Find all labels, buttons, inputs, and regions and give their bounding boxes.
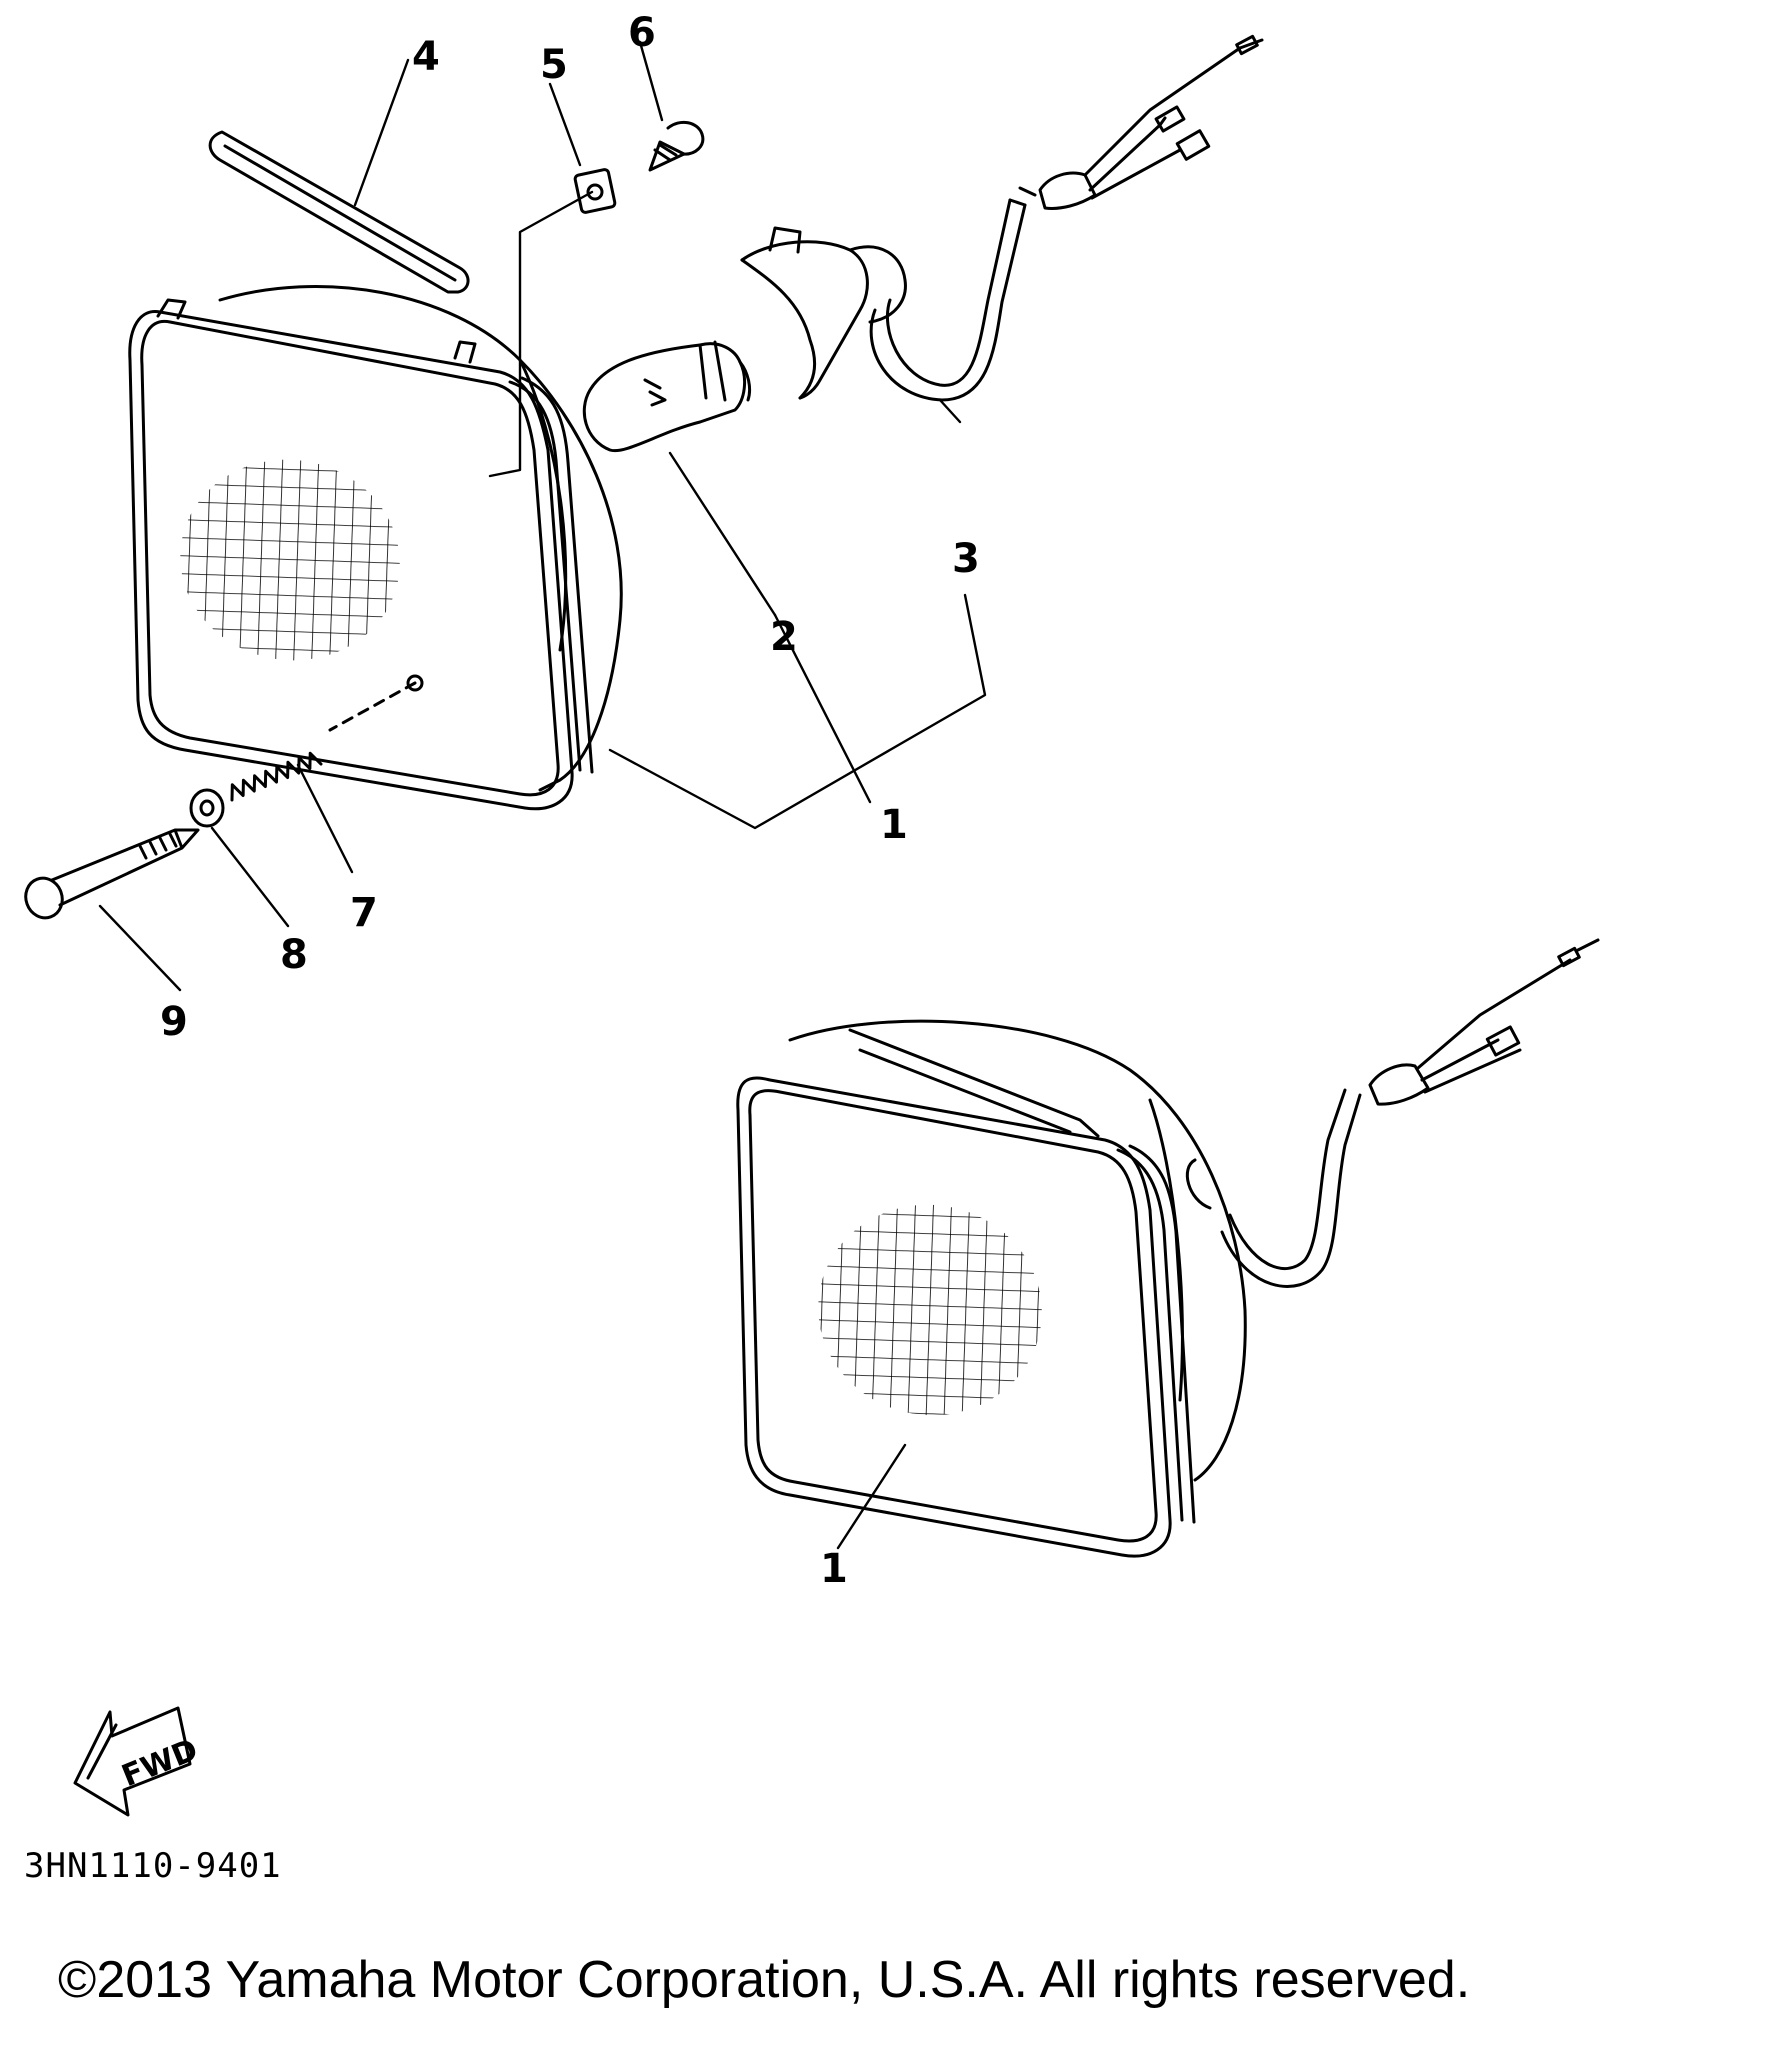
spring — [230, 751, 323, 802]
leader-lines — [98, 40, 987, 1550]
nut-plate — [573, 168, 617, 214]
callout-5: 5 — [540, 42, 568, 88]
headlight-upper — [128, 285, 623, 811]
callout-3: 3 — [952, 536, 980, 582]
fwd-arrow-icon — [73, 1706, 192, 1817]
headlight-lower — [736, 938, 1600, 1558]
callout-2: 2 — [770, 614, 798, 660]
bulb — [582, 340, 752, 453]
drawing-code: 3HN1110-9401 — [24, 1846, 282, 1886]
callout-labels: 4 5 6 2 3 1 7 8 9 1 FWD — [117, 10, 980, 1794]
fwd-label: FWD — [117, 1732, 203, 1794]
callout-6: 6 — [628, 10, 656, 56]
callout-4: 4 — [412, 34, 440, 80]
callout-1-lower: 1 — [820, 1546, 848, 1592]
callout-7: 7 — [350, 890, 378, 936]
socket-harness — [740, 34, 1264, 402]
adjusting-screw — [24, 828, 200, 920]
copyright-notice: ©2013 Yamaha Motor Corporation, U.S.A. A… — [58, 1951, 1471, 2009]
callout-8: 8 — [280, 932, 308, 978]
screw — [648, 120, 705, 172]
callout-1-upper: 1 — [880, 802, 908, 848]
callout-9: 9 — [160, 999, 188, 1045]
washer — [189, 788, 225, 828]
rim-strip — [208, 130, 470, 294]
